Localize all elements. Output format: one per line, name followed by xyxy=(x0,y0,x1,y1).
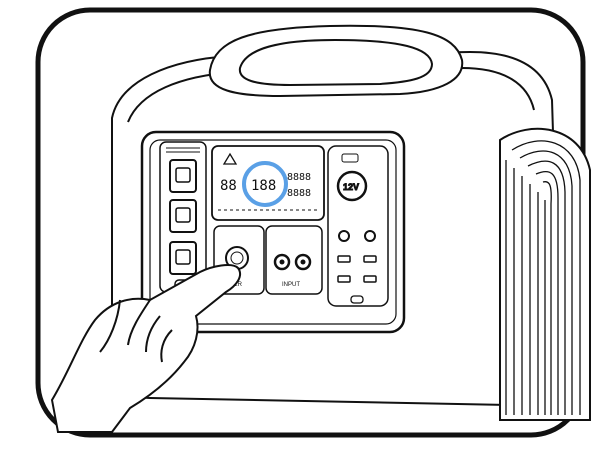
warning-triangle-icon xyxy=(222,152,238,165)
dc5521-port[interactable] xyxy=(338,230,350,242)
usb-c-port[interactable] xyxy=(337,275,351,283)
lcd-display: 88 188 8888 8888 xyxy=(211,145,325,221)
display-digits-left: 88 xyxy=(220,178,237,194)
input-label: INPUT xyxy=(282,282,300,288)
usb-a-port[interactable] xyxy=(363,255,377,263)
ac-outlet[interactable] xyxy=(169,199,197,233)
ac-outlet-column xyxy=(159,141,207,293)
car-socket[interactable] xyxy=(336,170,368,202)
ac-outlet[interactable] xyxy=(169,241,197,275)
display-digits-bottom-right: 8888 xyxy=(287,188,311,199)
dc5521-port[interactable] xyxy=(364,230,376,242)
display-digits-center: 188 xyxy=(251,178,276,194)
usb-c-port[interactable] xyxy=(363,275,377,283)
battery-ring xyxy=(242,161,288,207)
dc-usb-column: 12V xyxy=(327,145,389,307)
display-digits-top-right: 8888 xyxy=(287,172,311,183)
input-section: INPUT xyxy=(265,225,323,295)
carry-handle xyxy=(208,24,464,98)
usb-a-port[interactable] xyxy=(337,255,351,263)
pointing-hand-icon xyxy=(50,264,242,433)
ac-outlet[interactable] xyxy=(169,159,197,193)
car-socket-label: 12V xyxy=(343,182,359,192)
